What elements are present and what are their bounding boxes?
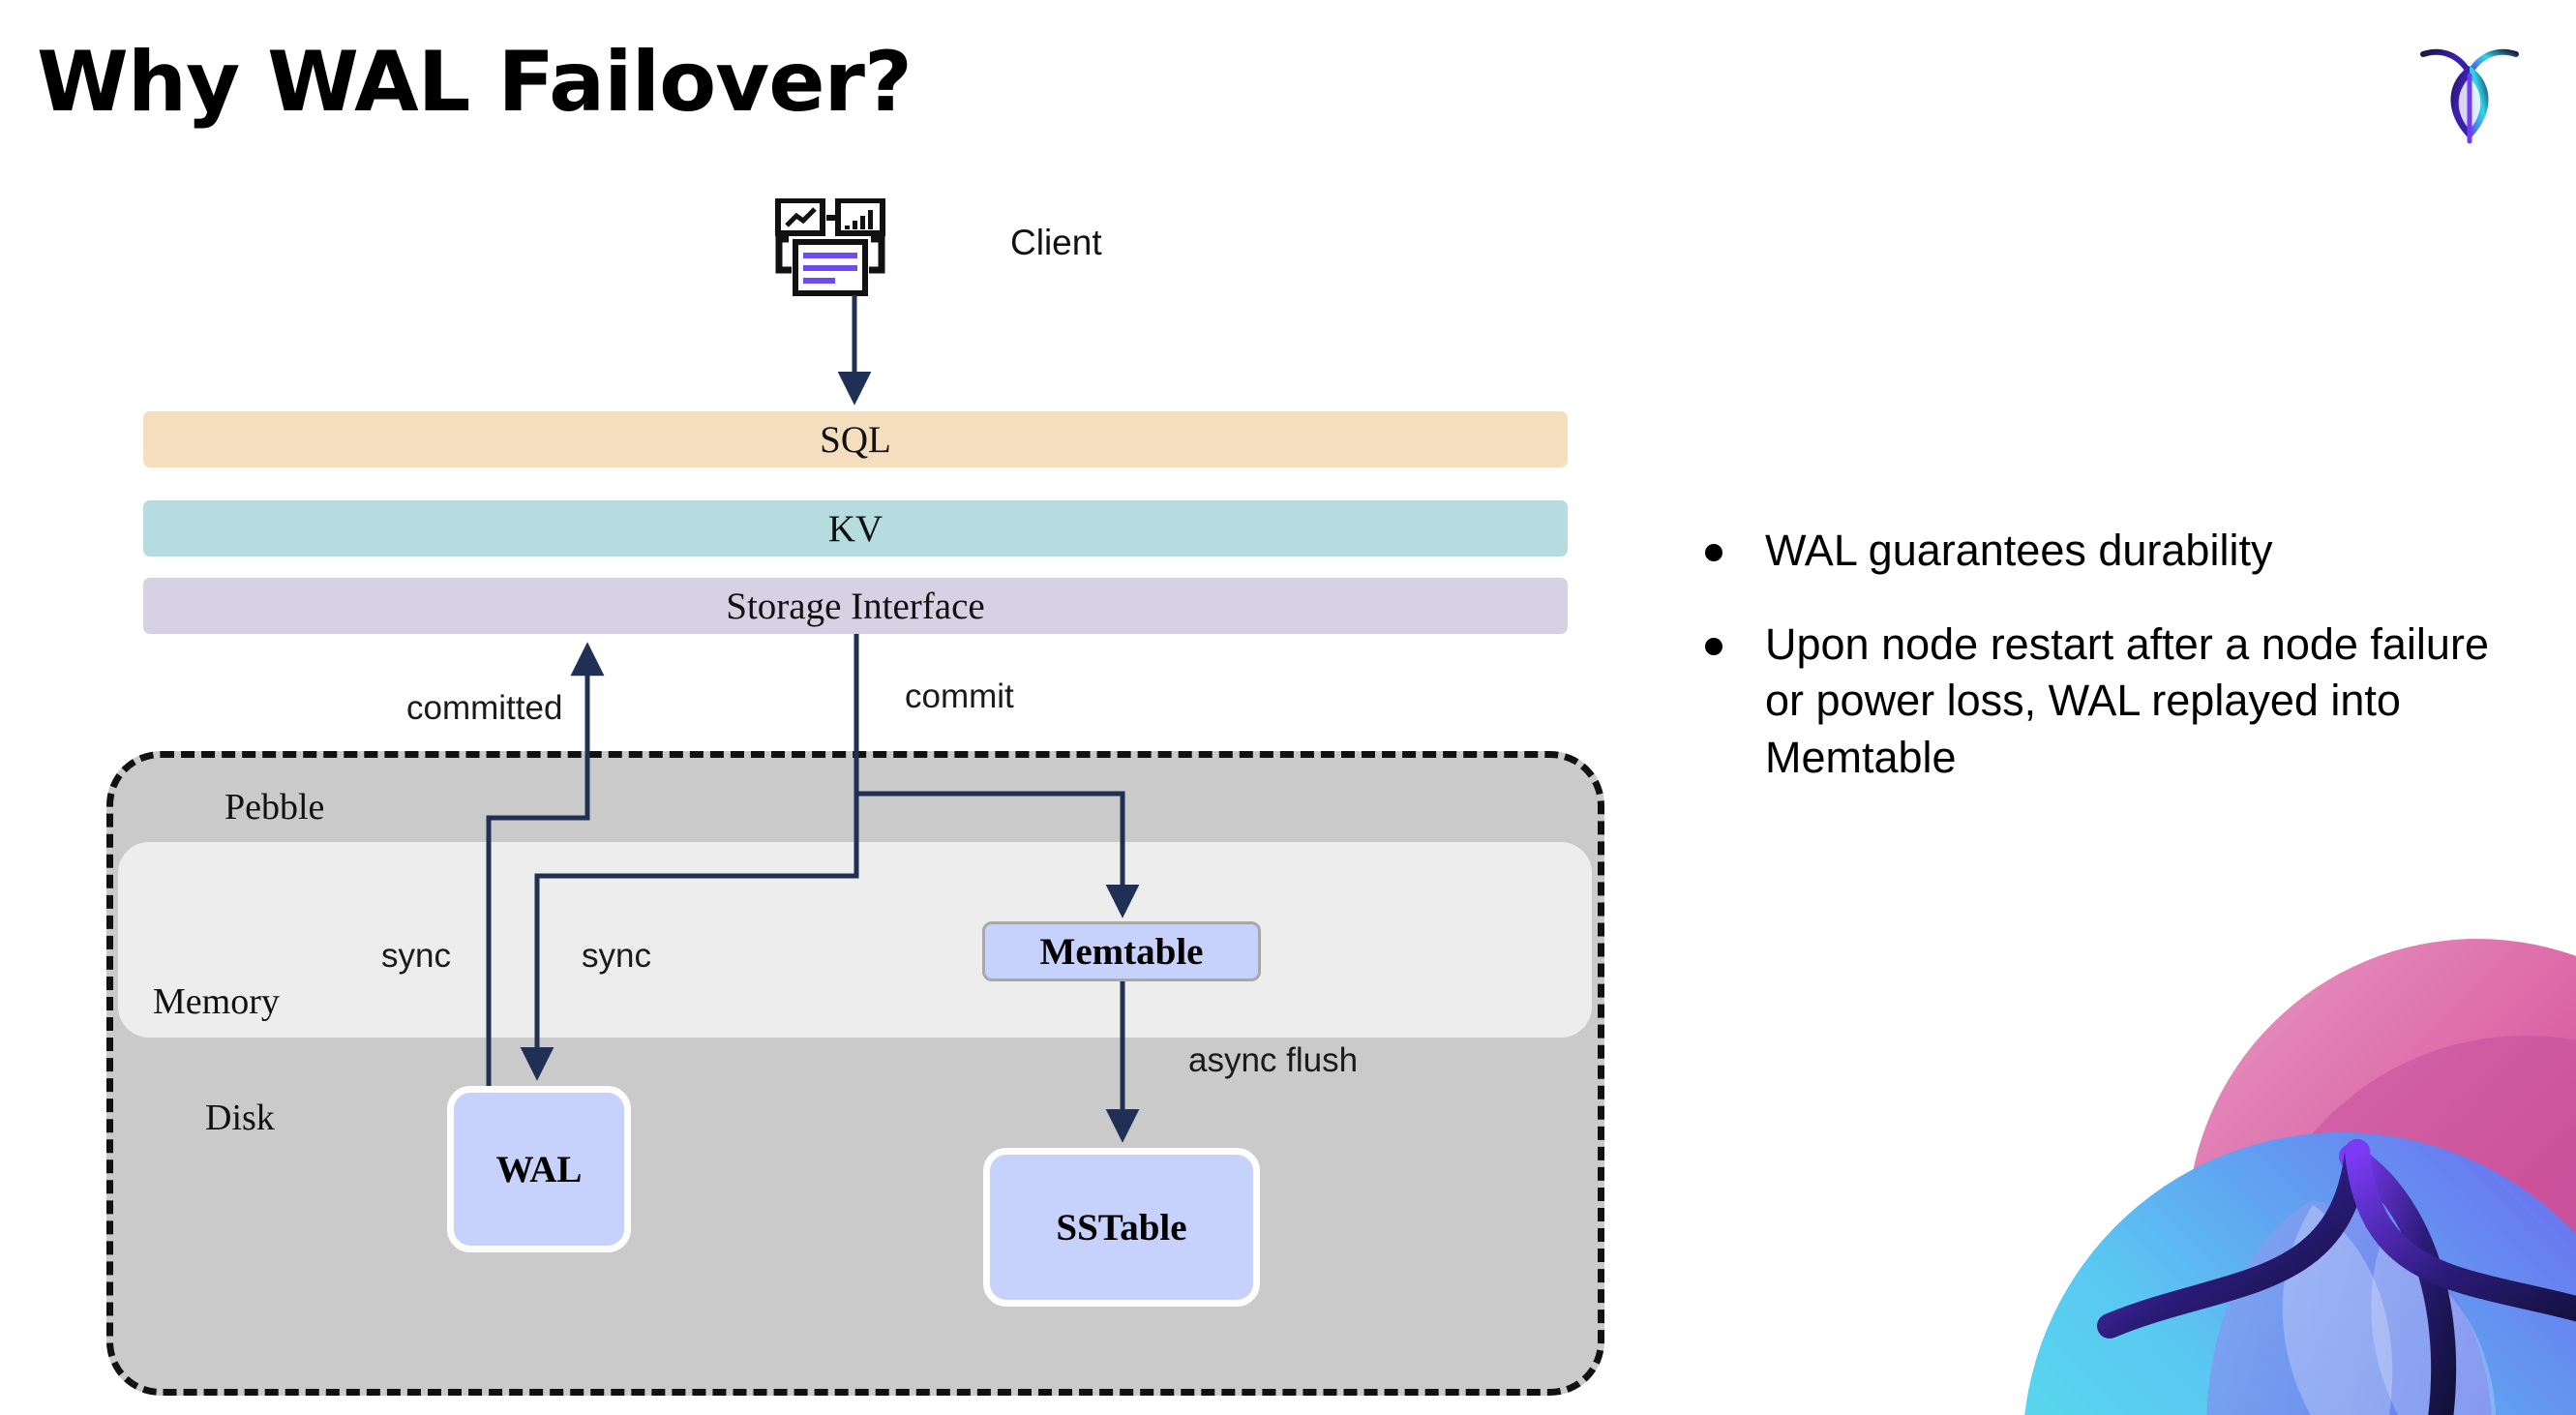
box-sstable-label: SSTable	[1056, 1206, 1187, 1249]
layer-storage-interface: Storage Interface	[143, 578, 1568, 634]
edge-label-sync-right: sync	[582, 937, 651, 975]
layer-kv: KV	[143, 500, 1568, 557]
client-dashboard-icon	[774, 197, 929, 305]
memory-panel	[118, 842, 1592, 1038]
page-title: Why WAL Failover?	[37, 34, 913, 131]
layer-sql: SQL	[143, 411, 1568, 467]
bullet-dot-icon	[1705, 544, 1722, 561]
client-label: Client	[1010, 223, 1102, 262]
bullet-text: WAL guarantees durability	[1765, 526, 2273, 575]
layer-sql-label: SQL	[820, 418, 891, 461]
edge-label-commit: commit	[905, 677, 1014, 715]
box-wal-label: WAL	[495, 1148, 583, 1190]
box-wal: WAL	[447, 1086, 631, 1252]
cockroachdb-logo	[2413, 33, 2526, 145]
box-memtable: Memtable	[982, 921, 1261, 981]
bullet-text: Upon node restart after a node failure o…	[1765, 618, 2489, 782]
disk-label: Disk	[205, 1098, 275, 1138]
layer-storage-label: Storage Interface	[726, 585, 985, 627]
edge-label-sync-left: sync	[381, 937, 451, 975]
box-memtable-label: Memtable	[1039, 930, 1204, 973]
decorative-brand-artwork	[1935, 910, 2576, 1415]
edge-label-async-flush: async flush	[1188, 1041, 1359, 1079]
memory-label: Memory	[153, 981, 280, 1022]
layer-kv-label: KV	[827, 507, 884, 550]
bullet-item: WAL guarantees durability	[1705, 523, 2508, 580]
box-sstable: SSTable	[983, 1148, 1260, 1307]
bullet-dot-icon	[1705, 637, 1722, 655]
pebble-label: Pebble	[225, 787, 325, 828]
edge-label-committed: committed	[406, 689, 563, 727]
bullet-item: Upon node restart after a node failure o…	[1705, 617, 2508, 787]
bullet-list: WAL guarantees durability Upon node rest…	[1705, 523, 2508, 823]
